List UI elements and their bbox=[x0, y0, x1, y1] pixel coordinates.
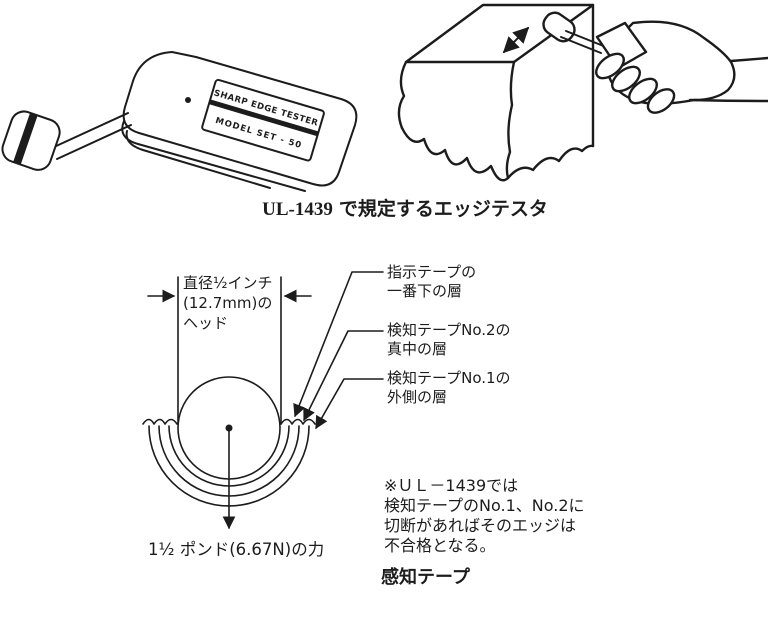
box-torn-bottom bbox=[400, 126, 595, 182]
detect-tape1-label-line2: 外側の層 bbox=[387, 388, 448, 406]
figure1-caption-text: で規定するエッジテスタ bbox=[338, 198, 548, 220]
box-corner-edge bbox=[505, 60, 516, 180]
indicator-tape-label: 指示テープの 一番下の層 bbox=[387, 263, 476, 301]
leader-detect-tape-2 bbox=[303, 330, 384, 422]
ul-note-line4: 不合格となる。 bbox=[384, 536, 496, 555]
ul-standard-code: UL-1439 bbox=[262, 199, 333, 220]
edge-testing-illustration bbox=[397, 3, 768, 182]
hand bbox=[595, 20, 768, 114]
indicator-tape-label-line2: 一番下の層 bbox=[387, 282, 463, 300]
detect-tape2-label-line2: 真中の層 bbox=[387, 340, 448, 358]
figure2-caption: 感知テープ bbox=[381, 567, 470, 588]
detect-tape1-label: 検知テープNo.1の 外側の層 bbox=[387, 369, 511, 407]
device-stack-line bbox=[121, 120, 306, 192]
head-dimension-line2: (12.7mm)の bbox=[183, 294, 273, 312]
detect-tape2-label-line1: 検知テープNo.2の bbox=[387, 321, 511, 339]
detect-tape2-label: 検知テープNo.2の 真中の層 bbox=[387, 321, 511, 359]
tester-shaft bbox=[560, 30, 607, 54]
tape-torn-end-left bbox=[142, 418, 178, 425]
finger bbox=[595, 52, 625, 80]
force-label: 1½ ポンド(6.67N)の力 bbox=[148, 540, 325, 559]
leader-indicator-tape bbox=[293, 271, 384, 418]
tester-head-on-edge bbox=[542, 11, 576, 43]
box-left-edge bbox=[397, 60, 408, 130]
ul-note: ※ＵＬ－1439では 検知テープのNo.1、No.2に 切断があればそのエッジは… bbox=[384, 476, 585, 556]
edge-tester-illustration: SHARP EDGE TESTER MODEL SET - 50 bbox=[1, 51, 358, 192]
head-dimension-line1: 直径½インチ bbox=[183, 274, 273, 292]
head-center-dot bbox=[225, 424, 233, 432]
finger bbox=[628, 77, 658, 105]
ul-note-line2: 検知テープのNo.1、No.2に bbox=[384, 496, 585, 515]
motion-arrow bbox=[502, 26, 530, 54]
probe-shaft bbox=[53, 112, 132, 160]
leader-detect-tape-1 bbox=[315, 378, 384, 430]
finger bbox=[646, 88, 676, 114]
tape-torn-end-right bbox=[280, 418, 316, 425]
indicator-tape-label-line1: 指示テープの bbox=[387, 263, 477, 281]
head-dimension-label: 直径½インチ (12.7mm)の ヘッド bbox=[183, 273, 273, 333]
probe-head bbox=[1, 110, 61, 171]
device-stack-line bbox=[125, 130, 271, 189]
ul-note-line3: 切断があればそのエッジは bbox=[384, 516, 577, 535]
device-hole bbox=[185, 97, 191, 103]
head-dimension-line3: ヘッド bbox=[183, 314, 229, 332]
wrist-lines bbox=[688, 56, 768, 103]
detect-tape1-label-line1: 検知テープNo.1の bbox=[387, 369, 511, 387]
ul-note-line1: ※ＵＬ－1439では bbox=[384, 476, 519, 495]
tape-diagram bbox=[142, 271, 384, 530]
finger bbox=[611, 65, 641, 93]
